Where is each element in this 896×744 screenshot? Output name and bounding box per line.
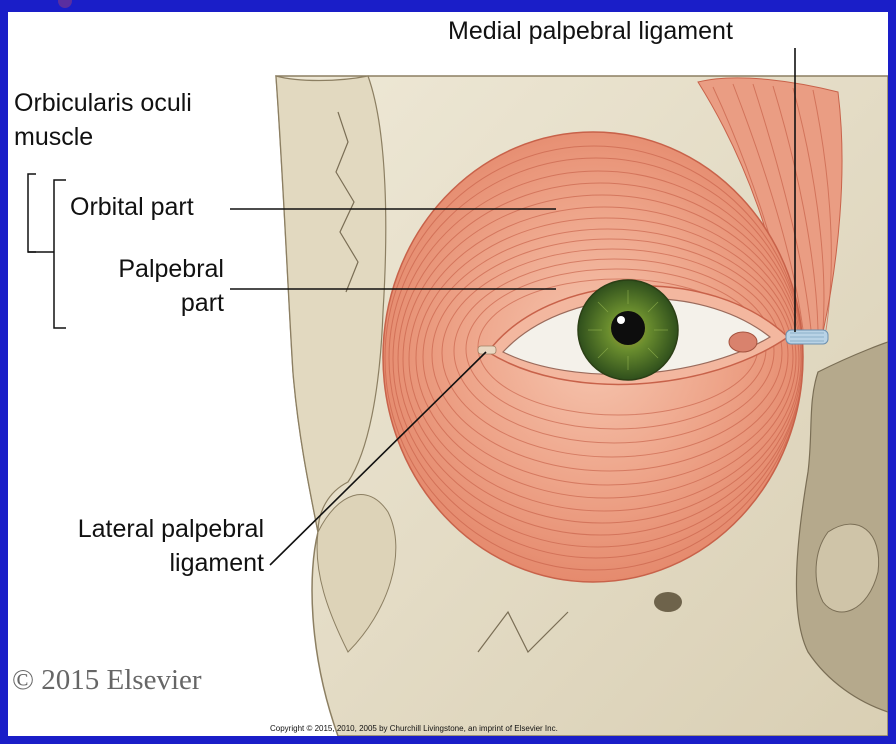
eye-anatomy-illustration bbox=[8, 12, 888, 736]
label-palpebral-line2: part bbox=[68, 286, 224, 320]
copyright-notice: Copyright © 2015, 2010, 2005 by Churchil… bbox=[270, 724, 558, 733]
lateral-palpebral-ligament bbox=[478, 346, 496, 354]
label-lateral-line1: Lateral palpebral bbox=[16, 512, 264, 546]
label-palpebral-line1: Palpebral bbox=[68, 252, 224, 286]
pupil-highlight bbox=[617, 316, 625, 324]
label-orbicularis-line1: Orbicularis oculi bbox=[14, 86, 192, 120]
copyright-watermark: © 2015 Elsevier bbox=[12, 664, 202, 697]
infraorbital-foramen bbox=[654, 592, 682, 612]
pupil bbox=[611, 311, 645, 345]
label-lateral-line2: ligament bbox=[16, 546, 264, 580]
figure-frame: Medial palpebral ligament Orbicularis oc… bbox=[8, 12, 888, 736]
label-orbital-part: Orbital part bbox=[70, 190, 194, 224]
label-medial-palpebral-ligament: Medial palpebral ligament bbox=[448, 14, 733, 48]
lacrimal-caruncle bbox=[729, 332, 757, 352]
bracket-orbicularis bbox=[28, 174, 36, 252]
label-orbicularis-line2: muscle bbox=[14, 120, 93, 154]
corner-decoration bbox=[58, 0, 72, 8]
bracket-parts bbox=[54, 180, 66, 328]
